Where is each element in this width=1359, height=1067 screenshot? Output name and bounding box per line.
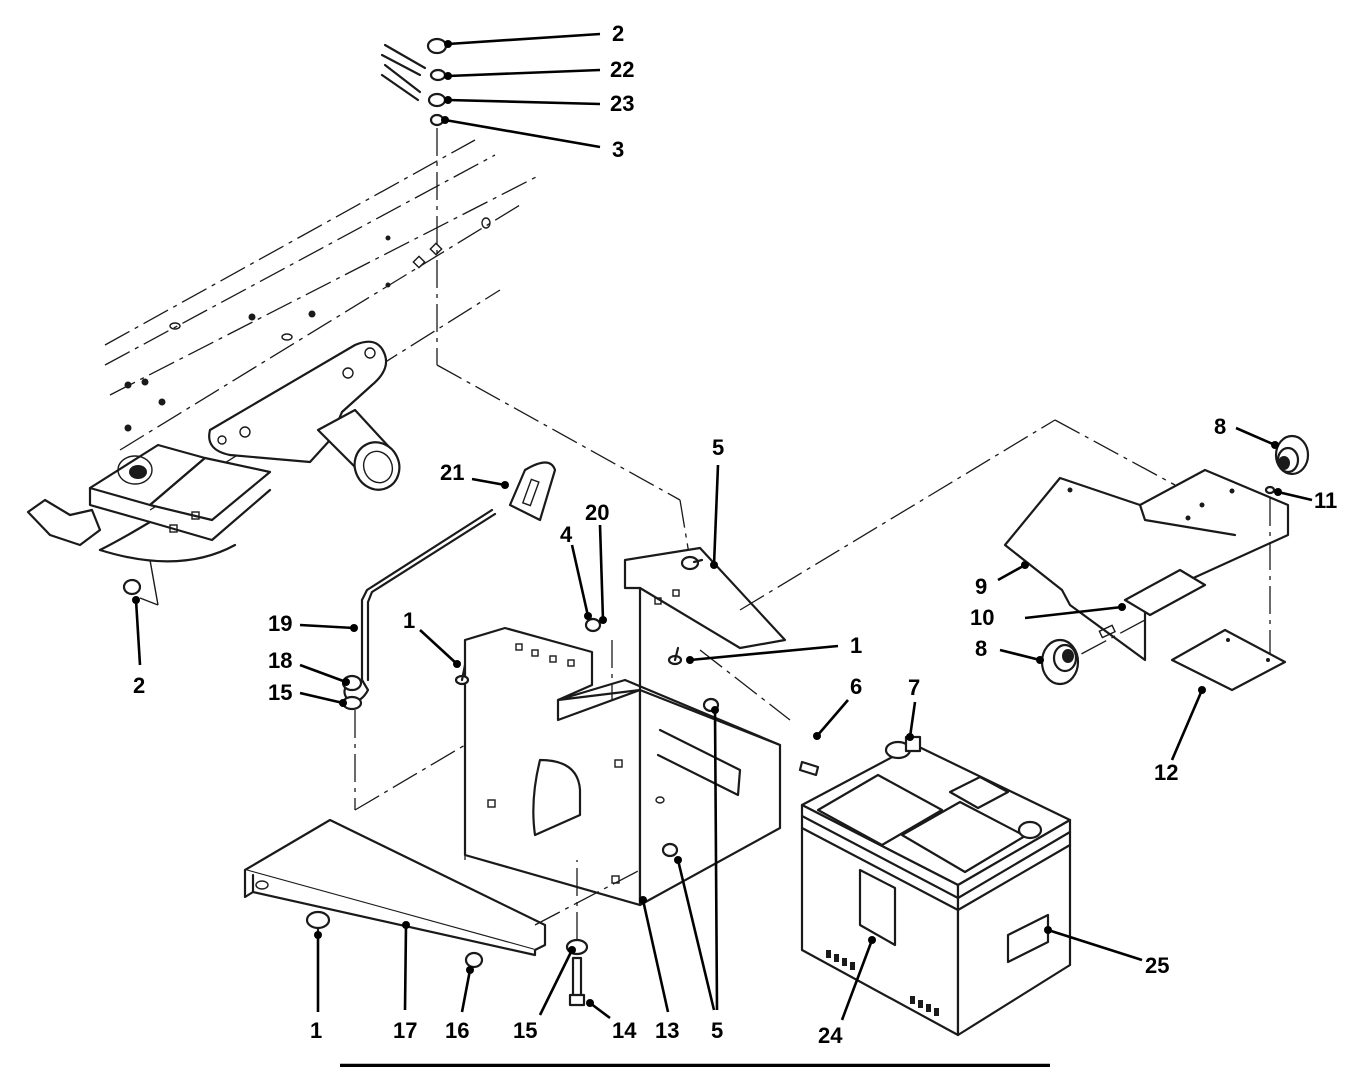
callout-16: 16: [445, 1018, 469, 1043]
callout-17: 17: [393, 1018, 417, 1043]
callout-8-top: 8: [1214, 414, 1226, 439]
callout-15-left: 15: [268, 680, 292, 705]
callout-4: 4: [560, 522, 573, 547]
battery: [800, 735, 1072, 1037]
callout-10: 10: [970, 605, 994, 630]
callout-12: 12: [1154, 760, 1178, 785]
callout-5-bottom: 5: [711, 1018, 723, 1043]
callout-5-top: 5: [712, 435, 724, 460]
knob-upper: [1274, 434, 1310, 476]
frame-rail: [104, 139, 541, 511]
callout-20: 20: [585, 500, 609, 525]
callout-1-bottom: 1: [310, 1018, 322, 1043]
clip: [508, 461, 557, 522]
callout-7: 7: [908, 675, 920, 700]
front-shield: [243, 818, 641, 957]
callout-18: 18: [268, 648, 292, 673]
callout-9: 9: [975, 574, 987, 599]
callout-1-right: 1: [850, 633, 862, 658]
callout-13: 13: [655, 1018, 679, 1043]
callout-2-top: 2: [612, 21, 624, 46]
battery-cover: [739, 419, 1290, 692]
callout-leaders: [132, 32, 1313, 1021]
callout-15-bottom: 15: [513, 1018, 537, 1043]
callout-8-lower: 8: [975, 636, 987, 661]
callout-1-left: 1: [403, 608, 415, 633]
callout-11: 11: [1314, 488, 1337, 513]
callout-25: 25: [1145, 953, 1169, 978]
callout-6: 6: [850, 674, 862, 699]
callout-24: 24: [818, 1023, 843, 1048]
callout-21: 21: [440, 460, 464, 485]
callout-labels: 2 22 23 3 2 21 5 4 20 1 1 6 19 18 15 8 1…: [133, 21, 1337, 1048]
battery-tray: [463, 546, 791, 907]
frame-channel: [26, 443, 272, 606]
callout-22: 22: [610, 57, 634, 82]
callout-23: 23: [610, 91, 634, 116]
callout-14: 14: [612, 1018, 637, 1043]
pivot-bracket: [208, 340, 401, 491]
callout-19: 19: [268, 611, 292, 636]
callout-3: 3: [612, 137, 624, 162]
fasteners: [122, 485, 1276, 1007]
knob-lower: [1040, 638, 1080, 686]
callout-2-frame: 2: [133, 673, 145, 698]
